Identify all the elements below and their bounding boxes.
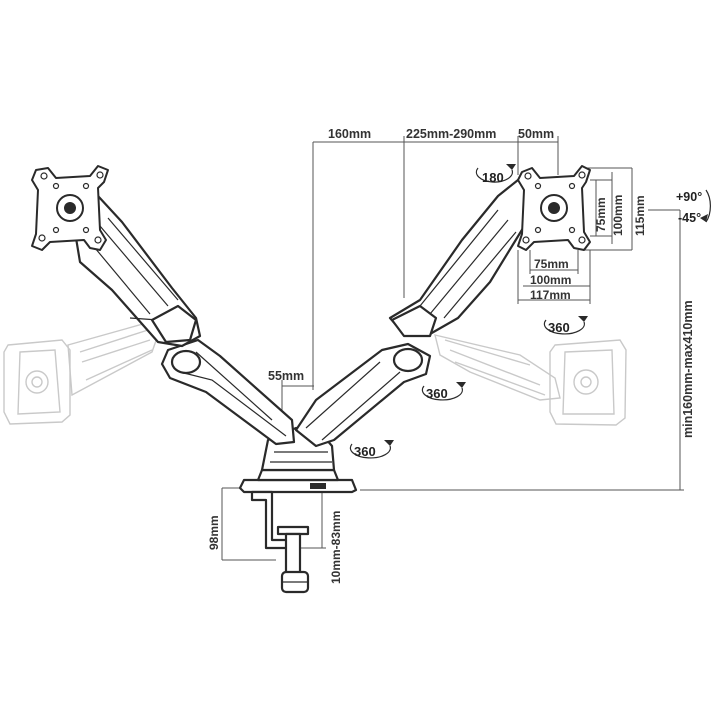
tilt-arrow-icon [700,189,711,223]
dim-75-width: 75mm [534,257,569,271]
left-upper-arm [74,194,202,348]
dim-100-height: 100mm [611,195,625,236]
rotation-arrow-icon [349,440,394,459]
dim-98-clamp: 98mm [207,515,221,550]
left-monitor-plate [31,165,109,251]
dim-115-height: 115mm [633,195,647,236]
desk-clamp [238,468,358,594]
ghost-left-monitor-plate [3,339,71,425]
dim-100-width: 100mm [530,273,571,287]
rotation-180-label: 180 [482,170,504,185]
rotation-arrow-icon [421,382,466,401]
dim-50: 50mm [518,127,554,141]
rotation-arrow-icon [475,164,516,183]
dim-75-height: 75mm [594,197,608,232]
left-lower-arm [160,338,296,446]
dim-117-width: 117mm [530,288,571,302]
ghost-left-arm [67,321,159,397]
tilt-up-label: +90° [676,190,702,204]
ghost-right-arm [434,334,561,401]
dim-clamp-range: 10mm-83mm [329,511,343,584]
rotation-360-base-label: 360 [354,444,376,459]
rotation-360-monitor-label: 360 [548,320,570,335]
rotation-arrow-icon [543,316,588,335]
dim-225-290: 225mm-290mm [406,127,496,141]
dim-55: 55mm [268,369,304,383]
height-range-label: min160mm-max410mm [681,300,695,438]
rotation-360-elbow-label: 360 [426,386,448,401]
right-lower-arm [294,342,432,448]
right-upper-arm [388,178,532,338]
tilt-down-label: -45° [678,211,701,225]
ghost-right-monitor-plate [549,339,627,426]
dim-160: 160mm [328,127,371,141]
right-monitor-plate [517,165,591,251]
